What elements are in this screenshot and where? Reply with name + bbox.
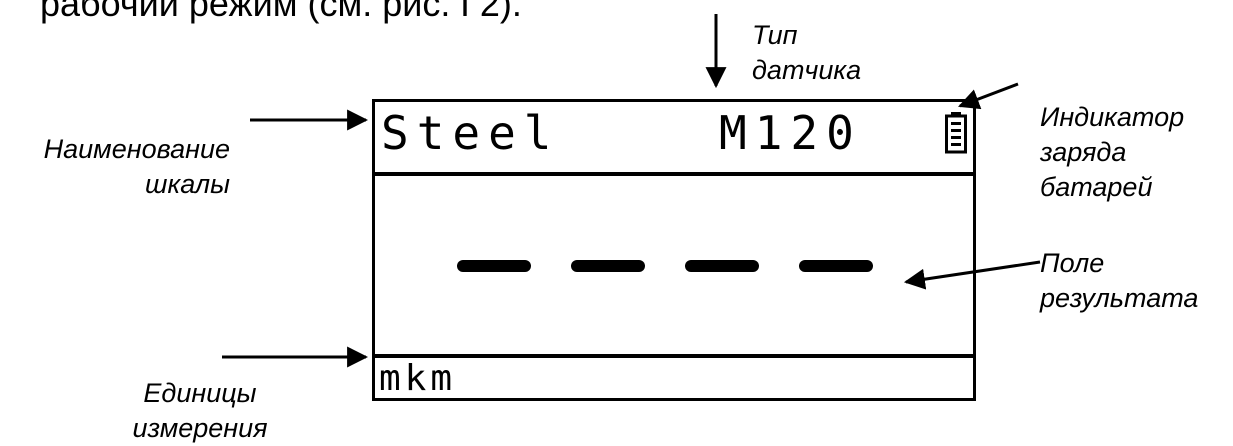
scale-name-label-line2: шкалы (145, 169, 230, 199)
scale-name-label: Наименование шкалы (8, 132, 230, 202)
scale-name-label-line1: Наименование (43, 134, 230, 164)
sensor-type-label-line2: датчика (752, 55, 862, 85)
result-dash (571, 260, 645, 272)
display-sensor-type: M120 (719, 106, 862, 160)
result-field-label: Поле результата (1040, 246, 1198, 316)
device-display: Steel M120 mkm (372, 99, 976, 401)
sensor-type-label: Тип датчика (752, 18, 861, 88)
result-label-line1: Поле (1040, 248, 1105, 278)
arrow-result (903, 260, 1041, 290)
units-label: Единицы измерения (132, 376, 268, 446)
battery-indicator-label: Индикатор заряда батарей (1040, 100, 1184, 205)
battery-label-line1: Индикатор (1040, 102, 1185, 132)
result-label-line2: результата (1040, 283, 1199, 313)
battery-label-line3: батарей (1040, 172, 1153, 202)
display-units: mkm (379, 358, 457, 399)
result-dash (457, 260, 531, 272)
result-dash (685, 260, 759, 272)
sensor-type-label-line1: Тип (752, 20, 798, 50)
battery-icon (945, 112, 967, 154)
units-label-line2: измерения (132, 413, 268, 443)
units-label-line1: Единицы (143, 378, 257, 408)
intro-text: рабочий режим (см. рис. Г2). (40, 0, 522, 24)
battery-label-line2: заряда (1040, 137, 1127, 167)
result-dash (799, 260, 873, 272)
display-divider-top (375, 172, 973, 176)
display-scale-name: Steel (381, 106, 560, 160)
arrow-battery (958, 82, 1019, 110)
display-divider-bottom (375, 354, 973, 358)
